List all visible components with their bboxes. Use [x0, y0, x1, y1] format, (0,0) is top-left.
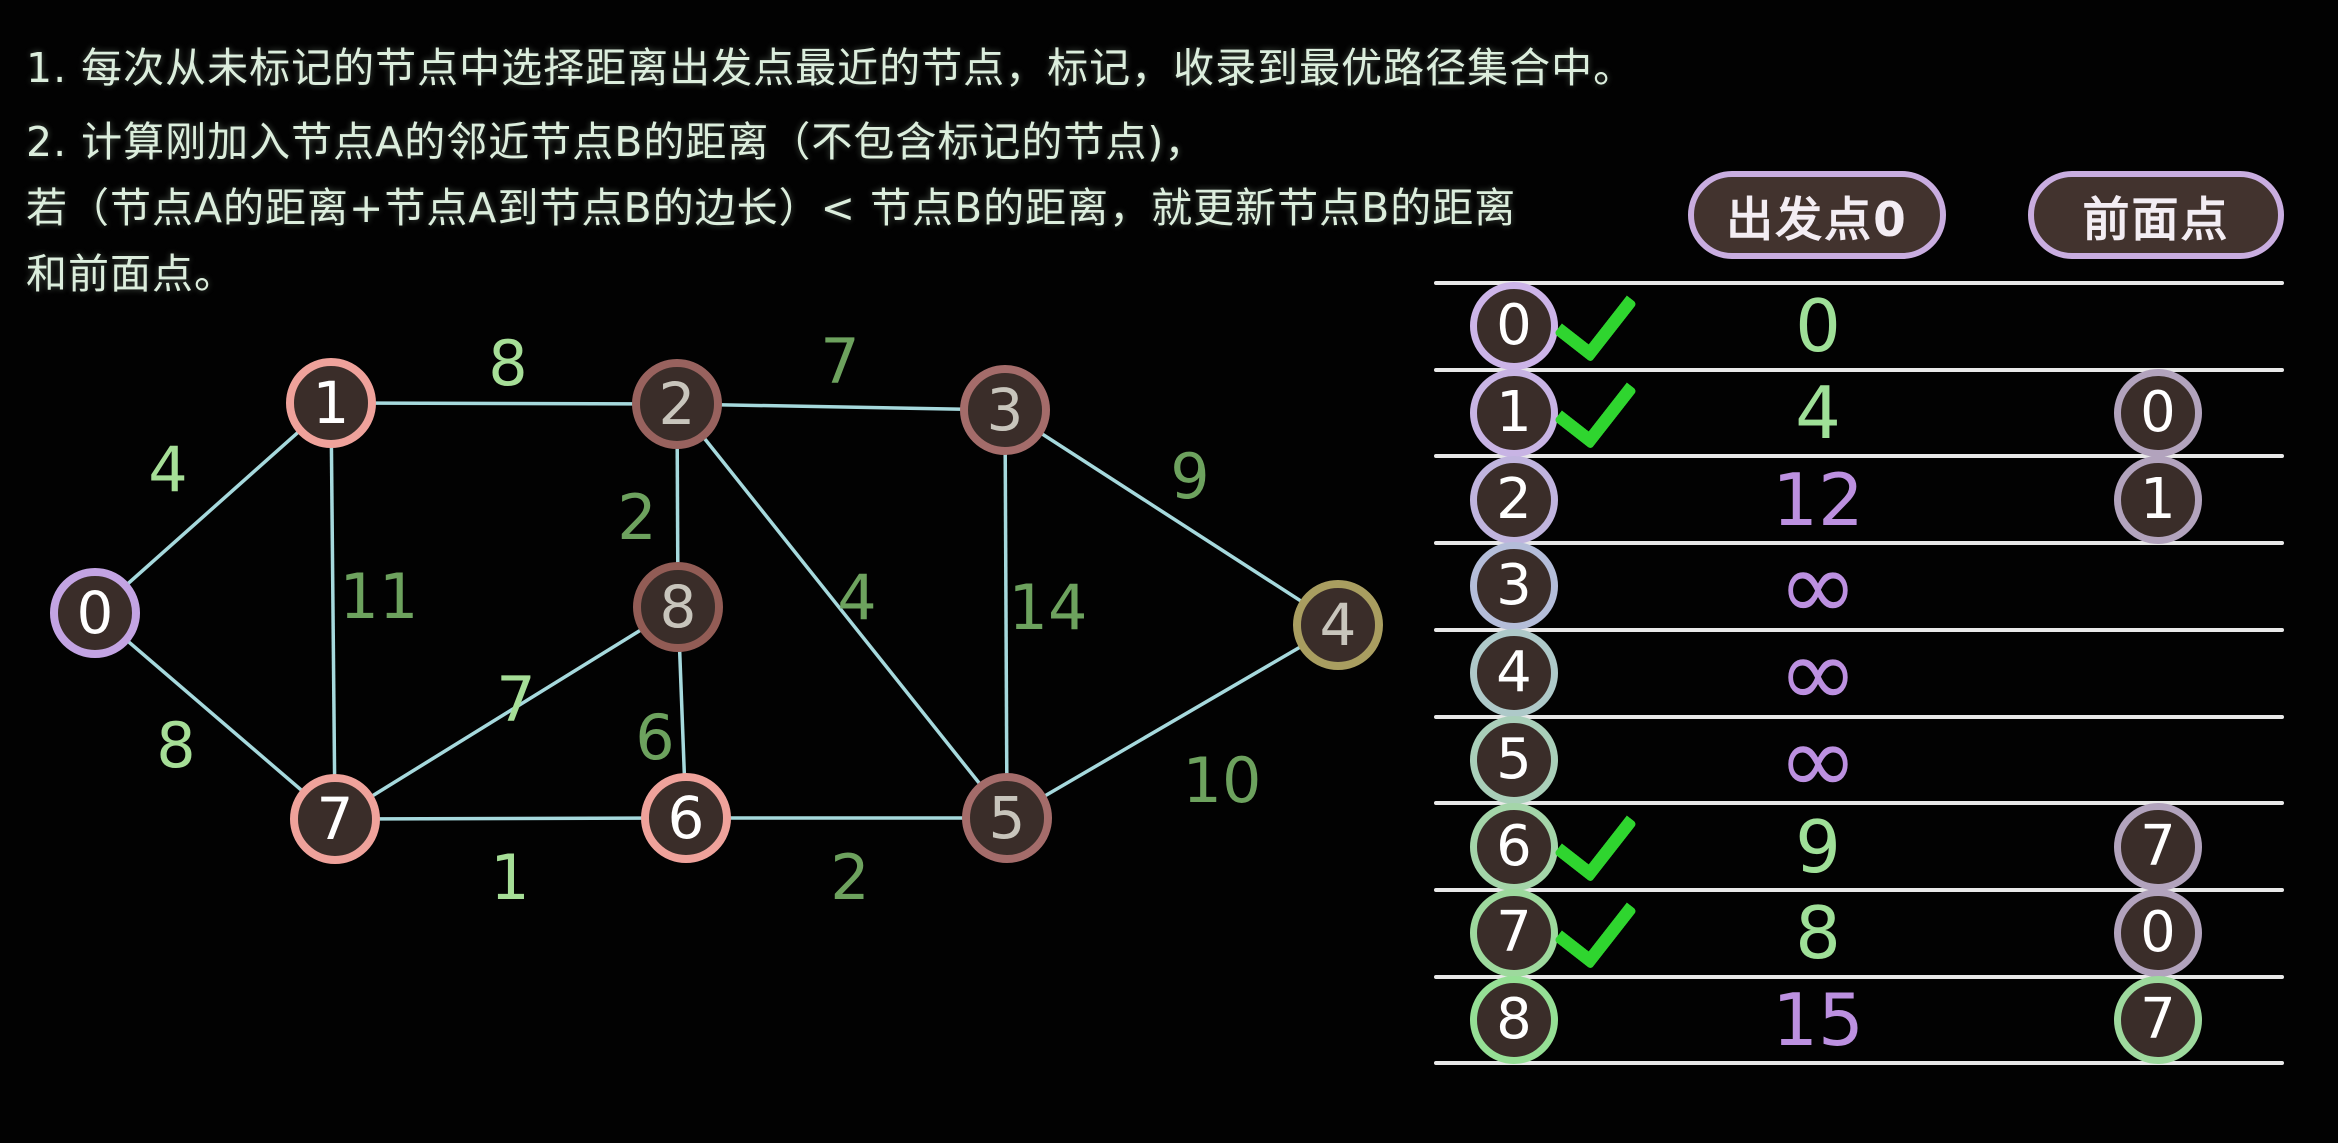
table-node-7: 7	[1470, 889, 1558, 978]
table-row-line	[1434, 281, 2284, 285]
distance-node-8: 15	[1772, 977, 1864, 1062]
table-row-line	[1434, 801, 2284, 806]
edge-1-2	[330, 401, 678, 406]
prev-node-of-7: 0	[2114, 889, 2202, 978]
edge-0-7	[93, 611, 337, 821]
instruction-line-2: 2. 计算刚加入节点A的邻近节点B的距离（不包含标记的节点)，	[26, 118, 1207, 166]
graph-node-2: 2	[632, 359, 722, 449]
edge-weight-2-5: 4	[837, 561, 877, 634]
edge-weight-2-3: 7	[820, 325, 860, 398]
edge-0-1	[93, 401, 333, 615]
graph-node-3: 3	[960, 365, 1050, 455]
table-row-line	[1434, 887, 2284, 892]
table-row-line	[1434, 714, 2284, 719]
distance-node-4: ∞	[1778, 617, 1858, 730]
edge-7-6	[334, 816, 687, 821]
graph-node-0: 0	[50, 568, 140, 658]
edge-3-5	[1003, 409, 1009, 819]
distance-node-0: 0	[1795, 284, 1841, 369]
edge-weight-7-6: 1	[490, 841, 530, 914]
instruction-line-1: 1. 每次从未标记的节点中选择距离出发点最近的节点，标记，收录到最优路径集合中。	[26, 44, 1636, 92]
start-point-label: 出发点0	[1726, 192, 1908, 248]
table-node-4: 4	[1470, 629, 1558, 718]
table-row-line	[1434, 454, 2284, 459]
edge-weight-7-8: 7	[496, 663, 536, 736]
distance-node-2: 12	[1772, 457, 1864, 542]
start-point-pill: 出发点0	[1688, 171, 1946, 259]
edge-weight-5-4: 10	[1182, 744, 1262, 817]
distance-node-6: 9	[1795, 804, 1841, 889]
distance-node-3: ∞	[1778, 530, 1858, 643]
graph-node-5: 5	[962, 773, 1052, 863]
table-node-8: 8	[1470, 975, 1558, 1064]
edge-1-7	[329, 402, 337, 820]
edge-weight-1-2: 8	[488, 327, 528, 400]
table-node-5: 5	[1470, 715, 1558, 804]
instruction-line-3: 若（节点A的距离+节点A到节点B的边长）< 节点B的距离，就更新节点B的距离	[26, 184, 1517, 232]
distance-node-5: ∞	[1778, 703, 1858, 816]
table-node-2: 2	[1470, 455, 1558, 544]
edge-2-5	[675, 402, 1009, 820]
edge-weight-8-6: 6	[635, 701, 675, 774]
graph-node-6: 6	[641, 773, 731, 863]
previous-point-pill: 前面点	[2028, 171, 2284, 259]
table-node-3: 3	[1470, 542, 1558, 631]
table-node-1: 1	[1470, 369, 1558, 458]
edge-5-4	[1006, 623, 1339, 820]
edge-7-8	[334, 605, 679, 821]
prev-node-of-1: 0	[2114, 369, 2202, 458]
edge-weight-2-8: 2	[617, 481, 657, 554]
table-row-line	[1434, 974, 2284, 979]
graph-node-8: 8	[633, 562, 723, 652]
edge-2-3	[676, 402, 1006, 412]
prev-node-of-6: 7	[2114, 802, 2202, 891]
distance-node-1: 4	[1795, 371, 1841, 456]
table-row-line	[1434, 627, 2284, 632]
edge-weight-0-1: 4	[148, 433, 188, 506]
edge-3-4	[1004, 408, 1339, 627]
graph-node-1: 1	[286, 358, 376, 448]
table-node-0: 0	[1470, 282, 1558, 371]
edge-weight-3-5: 14	[1008, 571, 1088, 644]
instruction-line-4: 和前面点。	[26, 250, 236, 298]
graph-node-4: 4	[1293, 580, 1383, 670]
table-node-6: 6	[1470, 802, 1558, 891]
previous-point-label: 前面点	[2082, 192, 2230, 248]
table-row-line	[1434, 1061, 2284, 1066]
graph-node-7: 7	[290, 774, 380, 864]
prev-node-of-2: 1	[2114, 455, 2202, 544]
edge-weight-3-4: 9	[1170, 440, 1210, 513]
table-row-line	[1434, 367, 2284, 372]
table-row-line	[1434, 541, 2284, 546]
prev-node-of-8: 7	[2114, 975, 2202, 1064]
distance-node-7: 8	[1795, 891, 1841, 976]
edge-weight-1-7: 11	[339, 560, 419, 633]
edge-weight-0-7: 8	[156, 709, 196, 782]
edge-weight-6-5: 2	[830, 841, 870, 914]
